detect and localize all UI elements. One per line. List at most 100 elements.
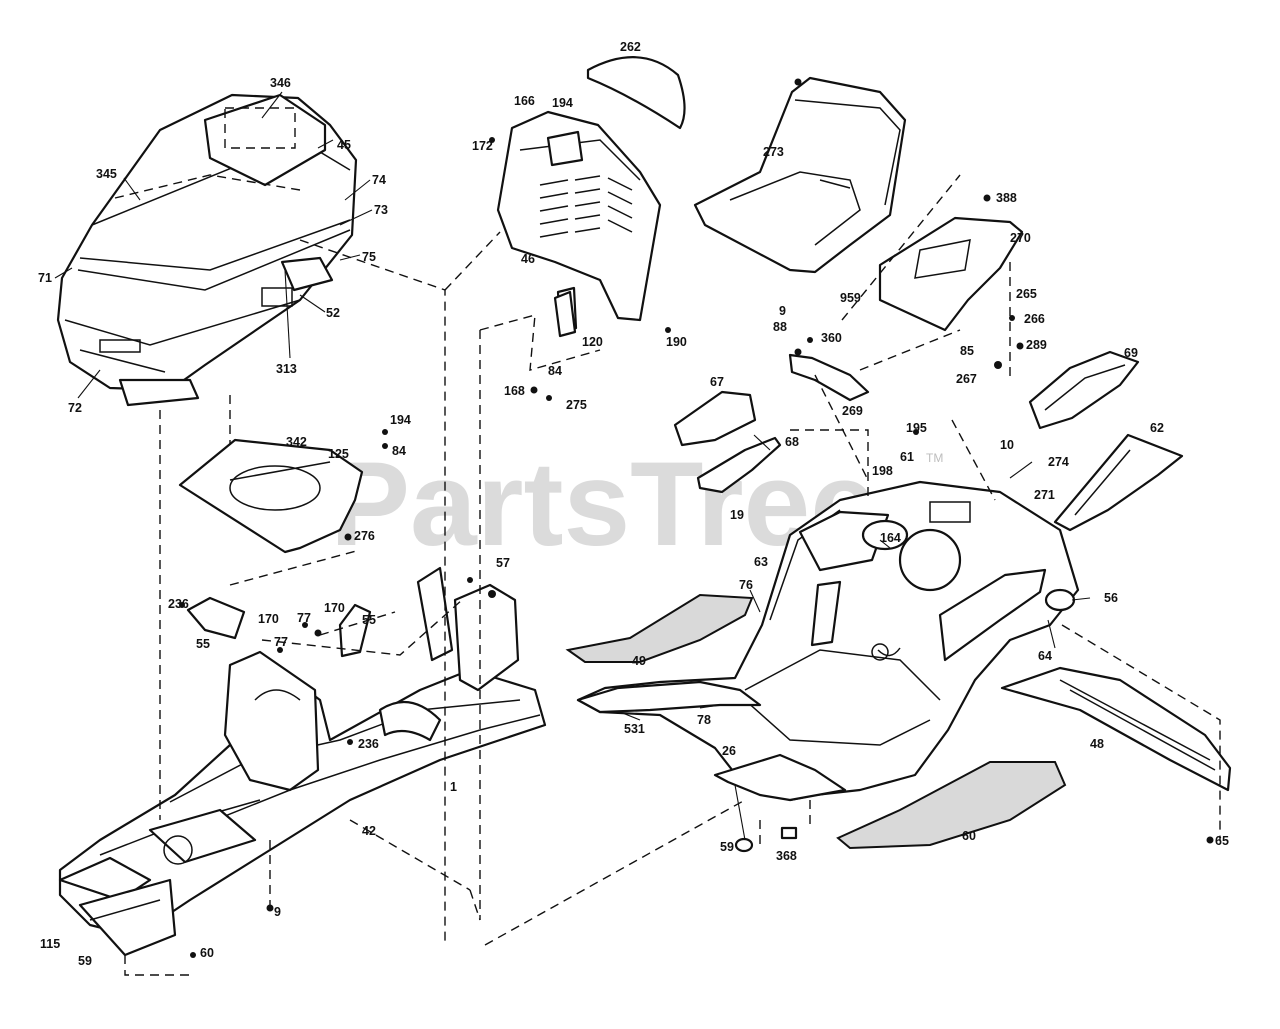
callout-label: 172	[472, 139, 493, 153]
fender-guard	[1028, 350, 1140, 430]
step-plate	[713, 753, 847, 802]
callout-label: 10	[1000, 438, 1014, 452]
callout-label: 74	[372, 173, 386, 187]
callout-label: 64	[1038, 649, 1052, 663]
callout-label: 170	[324, 601, 345, 615]
callout-label: 194	[390, 413, 411, 427]
bracket-right	[338, 603, 372, 658]
callout-label: 45	[337, 138, 351, 152]
callout-label: 48	[1090, 737, 1104, 751]
console-cover	[673, 390, 757, 447]
callout-labels: 346 45 345 74 73 71 75 52 313 72 262 166…	[38, 40, 1229, 968]
callout-label: 60	[200, 946, 214, 960]
callout-label: 60	[962, 829, 976, 843]
callout-label: 115	[40, 937, 60, 951]
callout-label: 125	[328, 447, 349, 461]
callout-label: 26	[722, 744, 736, 758]
callout-label: 46	[521, 252, 535, 266]
callout-label: 61	[900, 450, 914, 464]
callout-label: 68	[785, 435, 799, 449]
callout-label: 266	[1024, 312, 1045, 326]
callout-label: 190	[666, 335, 687, 349]
hardware-fasteners	[179, 78, 1214, 958]
callout-label: 276	[354, 529, 375, 543]
floor-plate	[178, 438, 364, 554]
seat-bracket	[878, 216, 1024, 332]
seat-mount-bracket	[788, 353, 870, 402]
callout-label: 72	[68, 401, 82, 415]
floor-mat-left	[565, 593, 754, 663]
callout-label: 67	[710, 375, 724, 389]
callout-label: 75	[362, 250, 376, 264]
callout-label: 267	[956, 372, 977, 386]
callout-label: 88	[773, 320, 787, 334]
callout-label: 275	[566, 398, 587, 412]
callout-label: 63	[754, 555, 768, 569]
callout-label: 265	[1016, 287, 1037, 301]
callout-label: 195	[906, 421, 927, 435]
callout-label: 346	[270, 76, 291, 90]
watermark-trademark: TM	[926, 451, 943, 465]
callout-label: 59	[720, 840, 734, 854]
callout-label: 19	[730, 508, 744, 522]
callout-label: 85	[960, 344, 974, 358]
console-cover-lower	[696, 436, 782, 494]
callout-label: 1	[450, 780, 457, 794]
callout-label: 342	[286, 435, 307, 449]
callout-label: 368	[776, 849, 797, 863]
side-panel	[1053, 433, 1184, 532]
callout-label: 269	[842, 404, 863, 418]
callout-label: 77	[297, 611, 311, 625]
callout-label: 166	[514, 94, 535, 108]
bracket-left	[186, 596, 246, 640]
chassis-frame	[58, 566, 547, 957]
callout-label: 262	[620, 40, 641, 54]
dash-bracket	[553, 290, 577, 338]
fender-deck-body	[576, 480, 1080, 802]
callout-label: 84	[392, 444, 406, 458]
callout-label: 55	[362, 613, 376, 627]
seat-pad	[586, 56, 686, 130]
callout-label: 271	[1034, 488, 1055, 502]
leader-lines	[54, 91, 1091, 841]
callout-label: 52	[326, 306, 340, 320]
callout-label: 56	[1104, 591, 1118, 605]
rear-trim-panel	[1000, 666, 1232, 792]
callout-label: 388	[996, 191, 1017, 205]
callout-label: 289	[1026, 338, 1047, 352]
callout-label: 55	[196, 637, 210, 651]
assembly-guide-lines	[124, 174, 1221, 976]
callout-label: 49	[632, 654, 646, 668]
callout-label: 198	[872, 464, 893, 478]
callout-label: 84	[548, 364, 562, 378]
knob	[1044, 588, 1076, 612]
callout-label: 76	[739, 578, 753, 592]
seat	[693, 76, 907, 274]
dash-panel	[496, 110, 662, 334]
callout-label: 170	[258, 612, 279, 626]
callout-label: 62	[1150, 421, 1164, 435]
callout-label: 270	[1010, 231, 1031, 245]
callout-label: 274	[1048, 455, 1069, 469]
hood-assembly	[56, 93, 358, 407]
callout-label: 77	[274, 635, 288, 649]
callout-label: 236	[358, 737, 379, 751]
callout-label: 273	[763, 145, 784, 159]
callout-label: 360	[821, 331, 842, 345]
callout-label: 59	[78, 954, 92, 968]
callout-label: 313	[276, 362, 297, 376]
callout-label: 71	[38, 271, 52, 285]
floor-mat-right	[836, 761, 1067, 850]
callout-label: 194	[552, 96, 573, 110]
callout-label: 9	[779, 304, 786, 318]
callout-label: 42	[362, 824, 376, 838]
callout-label: 78	[697, 713, 711, 727]
callout-label: 345	[96, 167, 117, 181]
callout-label: 164	[880, 531, 901, 545]
callout-label: 531	[624, 722, 645, 736]
callout-label: 959	[840, 291, 861, 305]
callout-label: 73	[374, 203, 388, 217]
callout-label: 236	[168, 597, 189, 611]
callout-label: 9	[274, 905, 281, 919]
callout-label: 120	[582, 335, 603, 349]
